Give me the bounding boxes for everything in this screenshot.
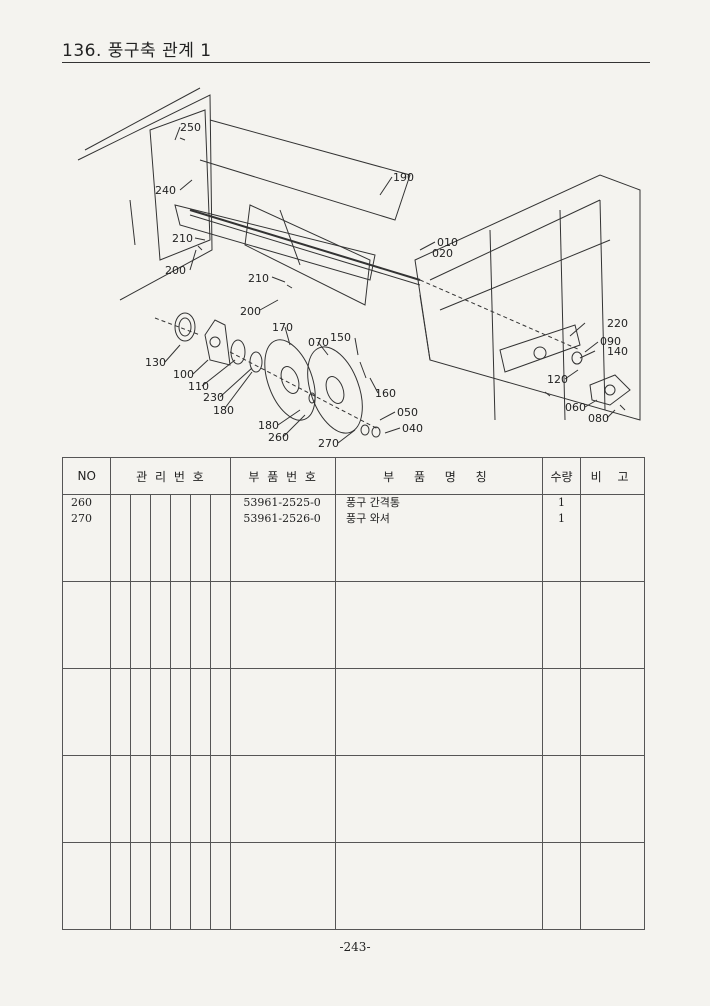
- page-title: 136. 풍구축 관계 1: [62, 41, 212, 61]
- header-no: NO: [61, 457, 112, 495]
- callout-080: 080: [588, 412, 609, 425]
- callout-220: 220: [607, 317, 628, 330]
- callout-020: 020: [432, 247, 453, 260]
- row-no: 260: [71, 496, 92, 509]
- row-part-name: 풍구 와셔: [345, 512, 390, 525]
- callout-070: 140: [607, 345, 628, 358]
- row-part-no: 53961-2525-0: [243, 496, 321, 509]
- callout-270: 270: [318, 437, 339, 450]
- table-group: [61, 842, 645, 930]
- row-qty: 1: [557, 512, 565, 525]
- callout-180b: 180: [258, 419, 279, 432]
- parts-table: NO 관 리 번 호 부 품 번 호 부 품 명 칭 수량 비 고 260 27…: [61, 457, 645, 930]
- callout-140: 070: [308, 336, 329, 349]
- callout-090: 090: [600, 335, 621, 348]
- title-rule: [62, 62, 650, 63]
- callout-250: 250: [180, 121, 201, 134]
- callout-110: 110: [188, 380, 209, 393]
- table-group: 260 270 53961-2525-0 53961-2526-0 풍구 간격통…: [61, 494, 645, 582]
- callout-040: 040: [402, 422, 423, 435]
- callout-240: 240: [155, 184, 176, 197]
- parts-diagram: 250 190 240 010 020 210 200 210 200 220 …: [77, 87, 641, 450]
- header-management-no: 관 리 번 호: [110, 457, 232, 495]
- callout-200: 200: [165, 264, 186, 277]
- callout-160: 160: [375, 387, 396, 400]
- table-group: [61, 755, 645, 843]
- header-qty: 수량: [541, 457, 582, 495]
- page-number: -243-: [339, 940, 371, 954]
- callout-120: 230: [203, 391, 224, 404]
- row-no: 270: [71, 512, 92, 525]
- callout-060: 060: [565, 401, 586, 414]
- table-group: [61, 581, 645, 669]
- table-group: [61, 668, 645, 756]
- row-qty: 1: [557, 496, 565, 509]
- callout-170: 170: [272, 321, 293, 334]
- callout-050: 050: [397, 406, 418, 419]
- header-remarks: 비 고: [580, 457, 645, 495]
- callout-150: 150: [330, 331, 351, 344]
- callout-200b: 200: [240, 305, 261, 318]
- callout-260: 260: [268, 431, 289, 444]
- callout-210b: 210: [248, 272, 269, 285]
- callout-010: 010: [437, 236, 458, 249]
- header-part-name: 부 품 명 칭: [334, 457, 543, 495]
- callout-130: 130: [145, 356, 166, 369]
- callout-100: 100: [173, 368, 194, 381]
- row-part-no: 53961-2526-0: [243, 512, 321, 525]
- callout-210: 210: [172, 232, 193, 245]
- row-part-name: 풍구 간격통: [345, 496, 401, 509]
- header-part-no: 부 품 번 호: [230, 457, 336, 495]
- callout-180: 180: [213, 404, 234, 417]
- callout-190: 190: [393, 171, 414, 184]
- callout-230: 120: [547, 373, 568, 386]
